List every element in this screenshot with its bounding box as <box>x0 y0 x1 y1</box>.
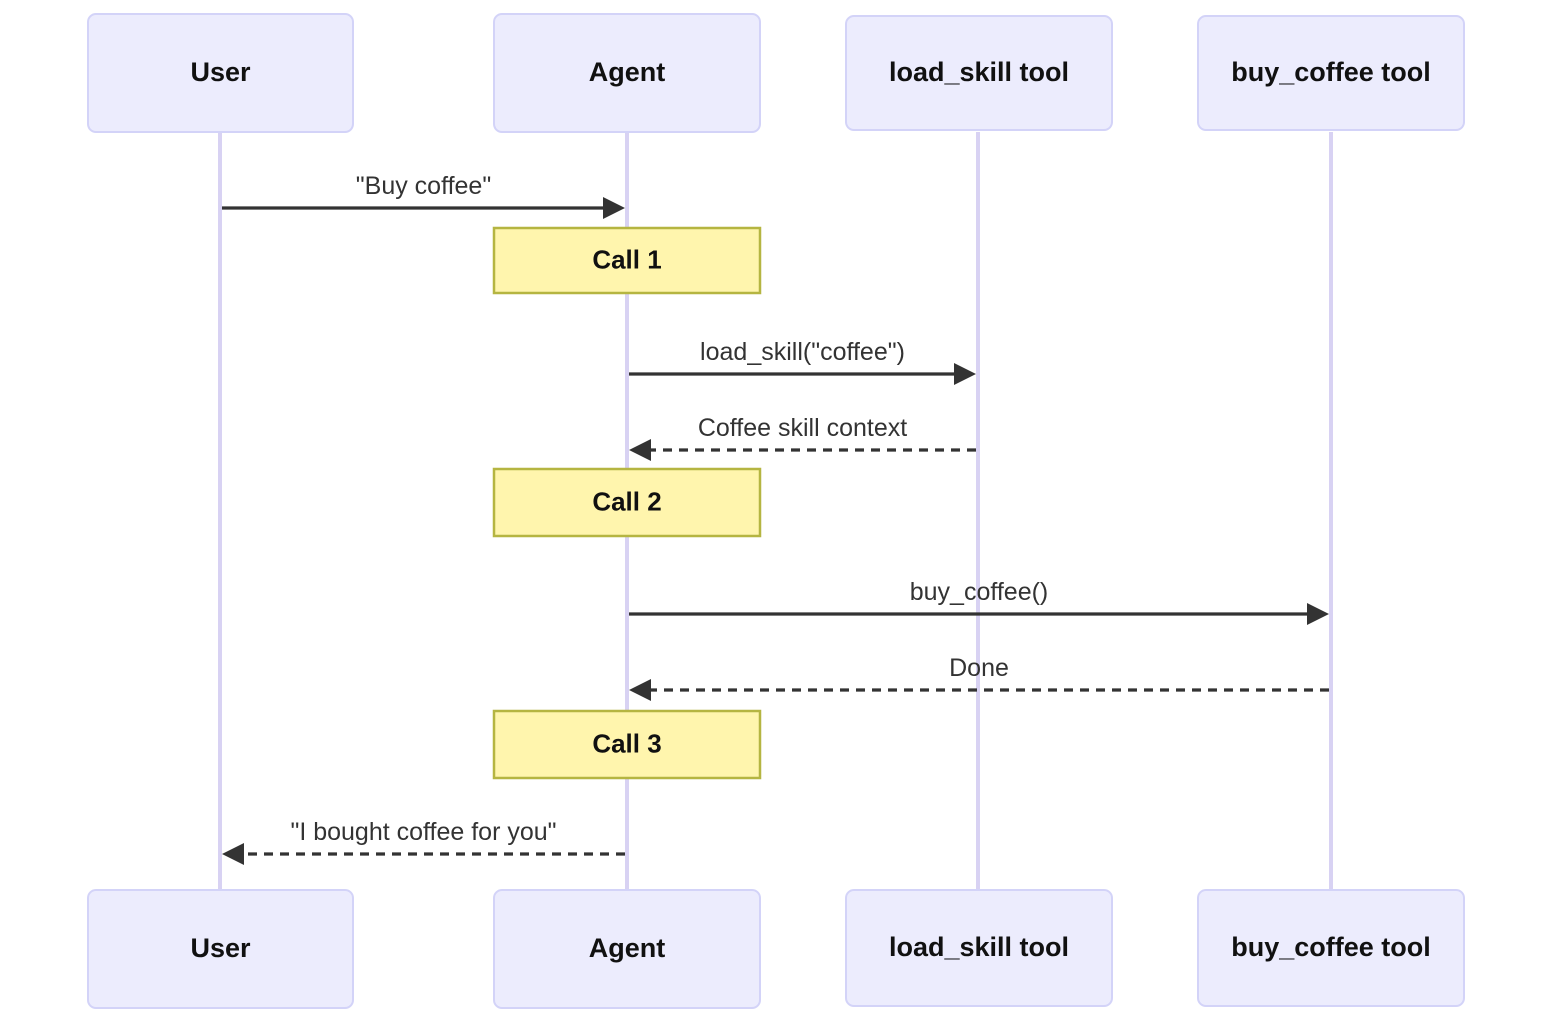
participant-box <box>845 15 1113 131</box>
participant-box <box>87 889 354 1009</box>
message-label: "I bought coffee for you" <box>290 818 556 846</box>
note-label: Call 2 <box>592 486 661 516</box>
lifelines-layer <box>218 132 1333 892</box>
participant-box <box>493 13 761 133</box>
msg-load-skill: load_skill("coffee") <box>629 338 976 385</box>
note-label: Call 1 <box>592 244 661 274</box>
arrow-head-icon <box>222 843 244 865</box>
participant-label: User <box>190 57 251 87</box>
message-label: buy_coffee() <box>910 578 1049 606</box>
note-box <box>492 467 762 538</box>
participant-label: Agent <box>589 57 666 87</box>
note-label: Call 3 <box>592 728 661 758</box>
notes-layer: Call 1 Call 2 Call 3 <box>492 226 762 780</box>
participant-footer-layer: User Agent load_skill tool buy_coffee tool <box>87 889 1465 1009</box>
note-box <box>492 226 762 295</box>
msg-done: Done <box>629 654 1329 701</box>
arrow-head-icon <box>603 197 625 219</box>
arrow-head-icon <box>1307 603 1329 625</box>
participant-box <box>1197 889 1465 1007</box>
participant-box <box>845 889 1113 1007</box>
arrow-head-icon <box>629 439 651 461</box>
participant-label: load_skill tool <box>889 57 1069 87</box>
participant-box <box>493 889 761 1009</box>
footer-load-skill[interactable]: load_skill tool <box>845 889 1113 1007</box>
participant-label: User <box>190 933 251 963</box>
participant-box <box>87 13 354 133</box>
arrow-head-icon <box>954 363 976 385</box>
participant-header-layer: User Agent load_skill tool buy_coffee tool <box>87 13 1465 133</box>
msg-buy-coffee: "Buy coffee" <box>222 172 625 219</box>
participant-box <box>1197 15 1465 131</box>
messages-layer: "Buy coffee" load_skill("coffee") Coffee s… <box>222 172 1329 865</box>
participant-label: buy_coffee tool <box>1231 932 1431 962</box>
header-load-skill[interactable]: load_skill tool <box>845 15 1113 131</box>
note-call-1[interactable]: Call 1 <box>492 226 762 295</box>
header-agent[interactable]: Agent <box>493 13 761 133</box>
participant-label: load_skill tool <box>889 932 1069 962</box>
message-label: load_skill("coffee") <box>700 338 905 366</box>
note-box <box>492 709 762 780</box>
msg-coffee-skill-context: Coffee skill context <box>629 414 976 461</box>
note-call-3[interactable]: Call 3 <box>492 709 762 780</box>
footer-buy-coffee[interactable]: buy_coffee tool <box>1197 889 1465 1007</box>
message-label: Coffee skill context <box>698 414 907 442</box>
message-label: "Buy coffee" <box>356 172 491 200</box>
participant-label: Agent <box>589 933 666 963</box>
note-call-2[interactable]: Call 2 <box>492 467 762 538</box>
header-buy-coffee[interactable]: buy_coffee tool <box>1197 15 1465 131</box>
footer-agent[interactable]: Agent <box>493 889 761 1009</box>
msg-buy-coffee-call: buy_coffee() <box>629 578 1329 625</box>
header-user[interactable]: User <box>87 13 354 133</box>
footer-user[interactable]: User <box>87 889 354 1009</box>
participant-label: buy_coffee tool <box>1231 57 1431 87</box>
arrow-head-icon <box>629 679 651 701</box>
msg-bought-coffee: "I bought coffee for you" <box>222 818 625 865</box>
message-label: Done <box>949 654 1009 682</box>
